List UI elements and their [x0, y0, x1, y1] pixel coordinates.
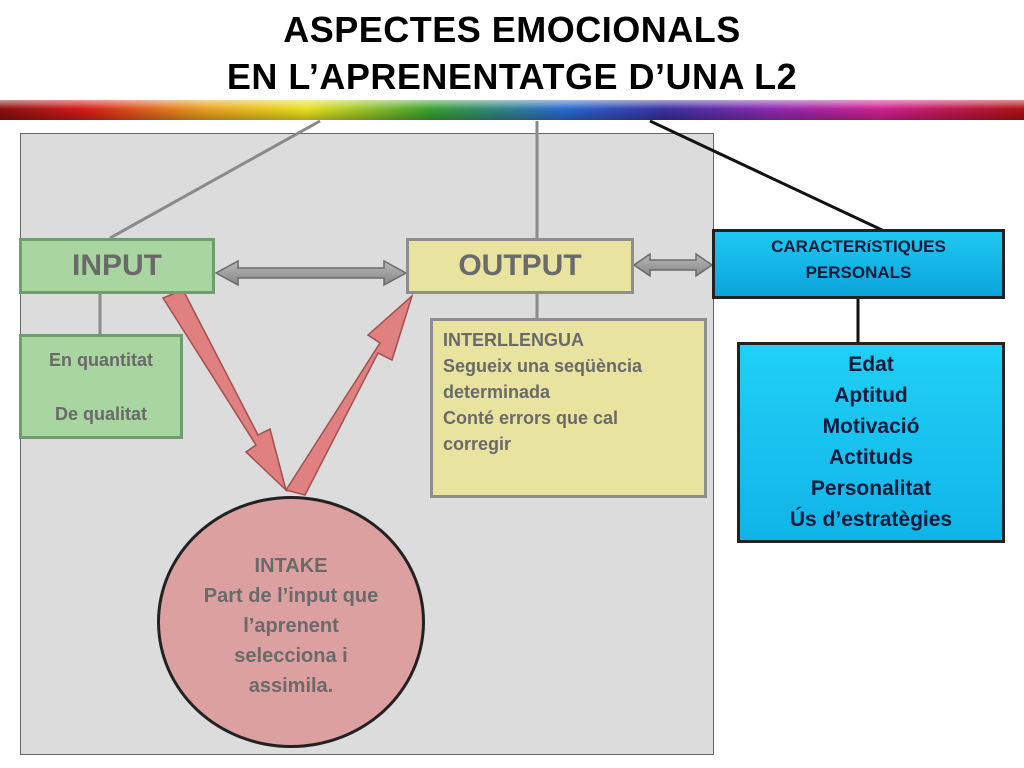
intake-line-2: l’aprenent [243, 615, 339, 637]
input-label: INPUT [72, 249, 162, 282]
trait-personality: Personalitat [810, 477, 932, 500]
interllengua-line-4: corregir [443, 434, 512, 454]
input-box: INPUT [19, 238, 215, 294]
intake-title: INTAKE [254, 555, 328, 577]
double-arrow-input-output [214, 259, 408, 287]
arrow-intake-to-output [284, 293, 414, 496]
interllengua-line-1: Segueix una seqüència [443, 356, 643, 376]
intake-circle: INTAKE Part de l’input que l’aprenent se… [157, 496, 425, 748]
output-box: OUTPUT [406, 238, 634, 294]
rainbow-divider [0, 100, 1024, 120]
double-arrow-output-caracteristiques [632, 252, 714, 278]
trait-age: Edat [848, 353, 894, 376]
caracteristiques-box: CARACTERíSTIQUES PERSONALS [712, 229, 1005, 299]
arrow-input-to-intake [161, 289, 288, 493]
title-line-2: EN L’APRENENTATGE D’UNA L2 [226, 56, 798, 97]
trait-strategies: Ús d’estratègies [789, 508, 953, 531]
input-detail-quantity: En quantitat [49, 350, 153, 370]
interllengua-line-3: Conté errors que cal [443, 408, 619, 428]
interllengua-line-2: determinada [443, 382, 551, 402]
connector-title-caracteristiques [649, 119, 883, 232]
interllengua-box: INTERLLENGUA Segueix una seqüència deter… [430, 318, 707, 498]
title-line-1: ASPECTES EMOCIONALS [283, 9, 741, 50]
interllengua-title: INTERLLENGUA [443, 330, 584, 350]
trait-motivation: Motivació [822, 415, 920, 438]
input-detail-quality: De qualitat [54, 404, 147, 424]
trait-attitudes: Actituds [829, 446, 913, 469]
caracteristiques-line-2: PERSONALS [805, 263, 912, 282]
intake-line-1: Part de l’input que [203, 585, 379, 607]
output-label: OUTPUT [458, 249, 582, 282]
connector-title-input [109, 119, 321, 240]
input-details-box: En quantitat De qualitat [19, 334, 183, 439]
intake-line-4: assimila. [248, 675, 334, 697]
intake-line-3: selecciona i [234, 645, 348, 667]
caracteristiques-line-1: CARACTERíSTIQUES [771, 237, 946, 256]
trait-aptitude: Aptitud [834, 384, 908, 407]
personal-traits-box: Edat Aptitud Motivació Actituds Personal… [737, 342, 1005, 543]
